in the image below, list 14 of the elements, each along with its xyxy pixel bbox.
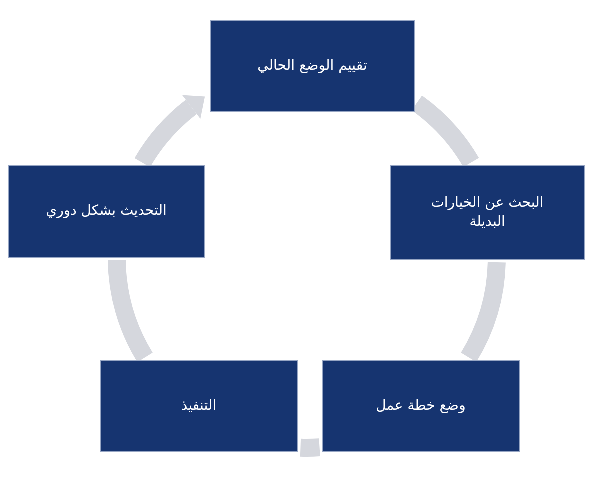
step-label: وضع خطة عمل	[376, 396, 466, 416]
step-label: التحديث بشكل دوري	[46, 202, 167, 221]
ring-segment	[460, 262, 506, 362]
process-box	[390, 165, 585, 260]
process-box	[8, 165, 205, 258]
cycle-arrow	[134, 96, 205, 168]
step-label: التنفيذ	[181, 396, 217, 416]
process-box	[210, 20, 415, 112]
step-label: البحث عن الخيارات البديلة	[430, 194, 545, 232]
ring-segment	[108, 260, 154, 362]
process-box	[322, 360, 520, 452]
process-box	[100, 360, 298, 452]
step-label: تقييم الوضع الحالي	[258, 56, 368, 76]
ring-segment	[300, 438, 320, 457]
